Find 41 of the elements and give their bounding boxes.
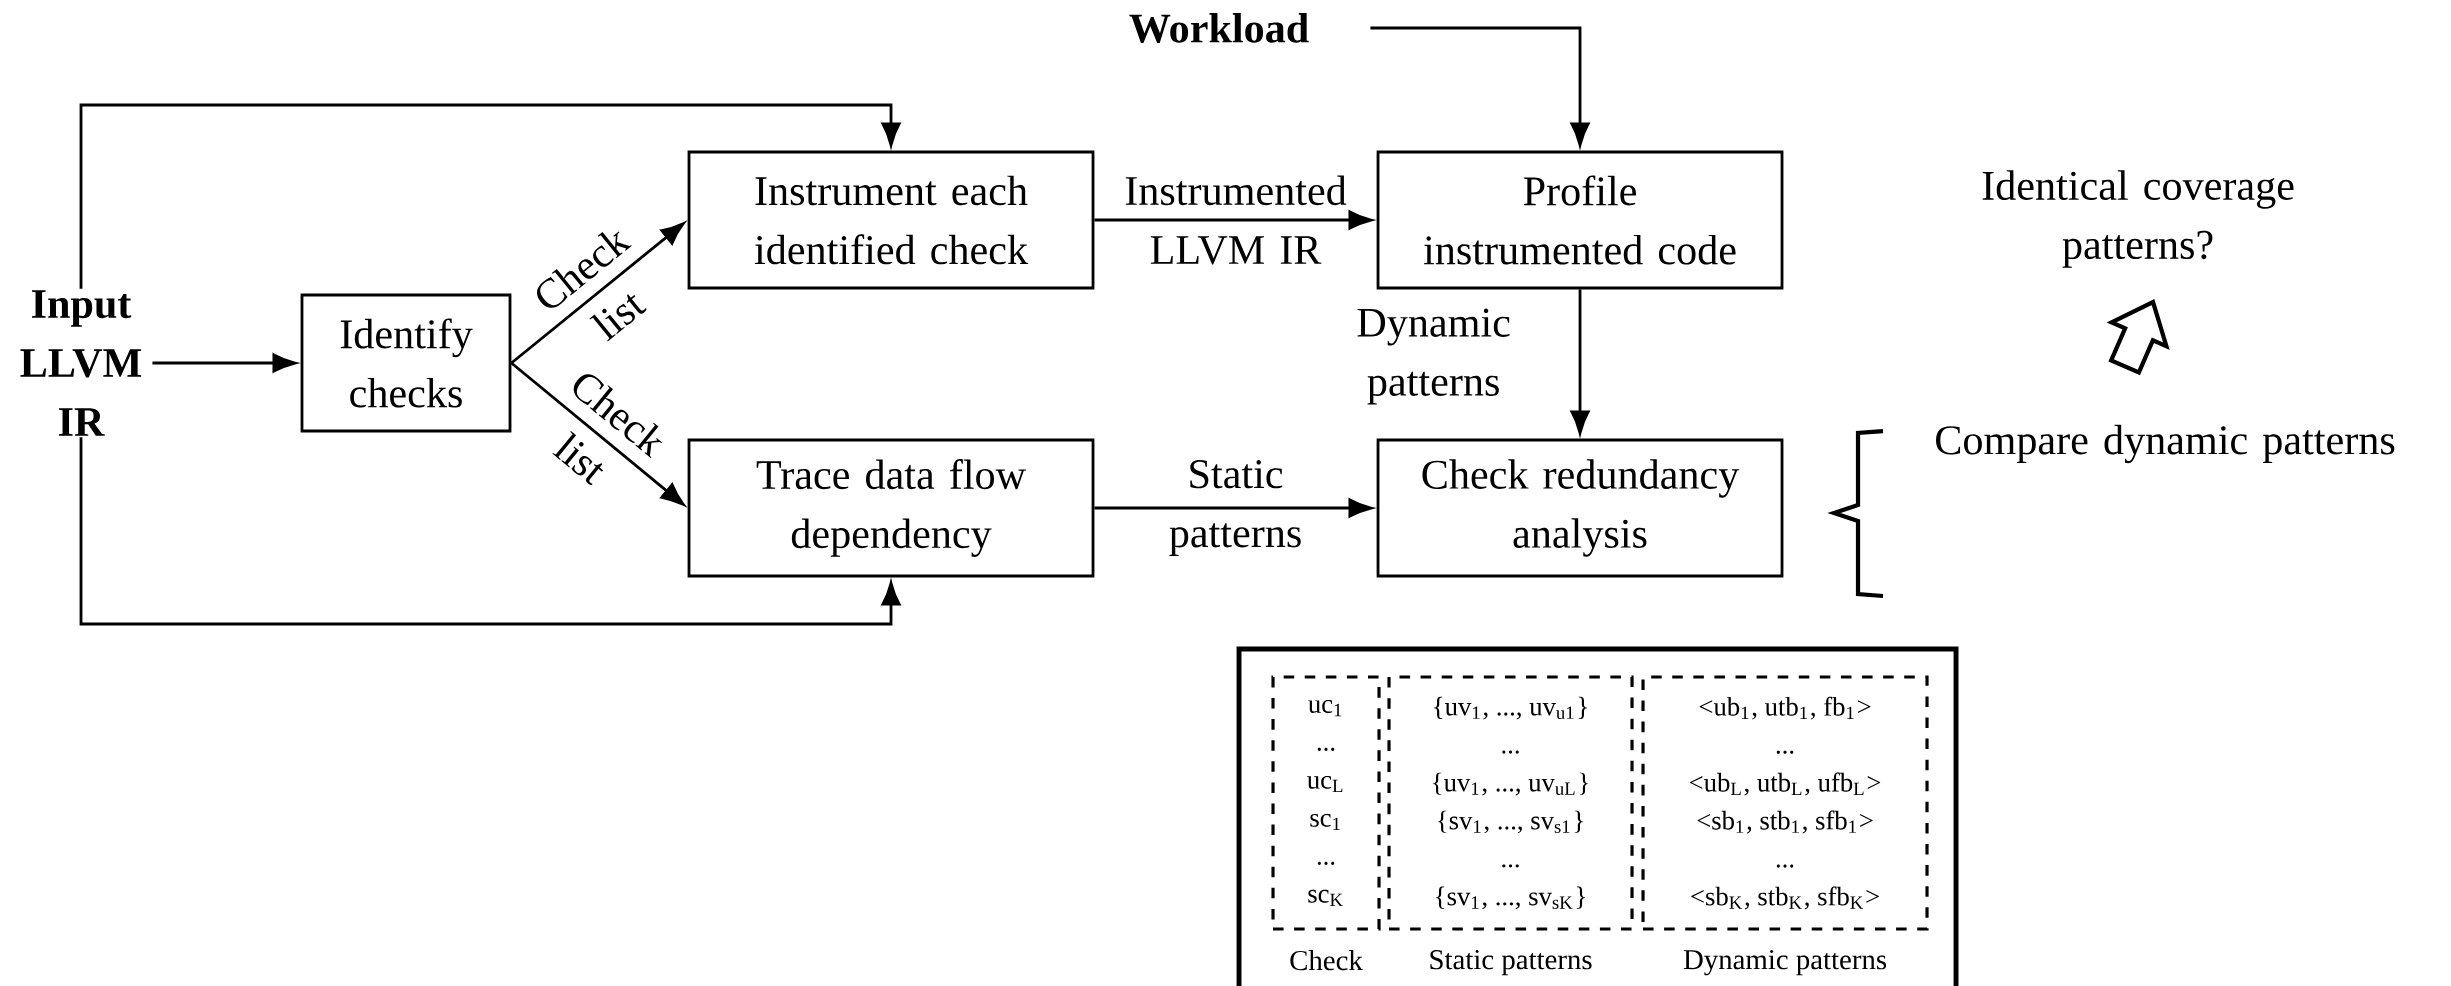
- input-label: Input LLVM IR: [20, 290, 142, 436]
- table-column: uc$_{1}$ ... uc$_{L}$ sc$_{1}$ ... sc$_{K}$: [1271, 675, 1381, 931]
- note-text: Compare dynamic patterns: [1936, 424, 2395, 464]
- table-column: {uv$_{1}$, ..., uv$_{u1}$} ... {uv$_{1}$, ..., uv$_{uL}$} {sv$_{1}$, ..., sv$_{s1}$} ... {sv$_{1}$, ..., sv$_{sK}$}: [1387, 675, 1634, 931]
- node-label: ...: [1502, 864, 1519, 868]
- column-heading: Dynamic patterns: [1683, 950, 1887, 976]
- process-box: Profile instrumented code: [1376, 150, 1784, 290]
- table-frame: [1236, 646, 1959, 986]
- node-label: uc$_{L}$: [1307, 775, 1343, 793]
- node-label: ...: [1776, 864, 1794, 868]
- process-box: Trace data flow dependency: [687, 438, 1095, 578]
- edge-label: Instrumented LLVM IR: [1125, 175, 1347, 265]
- node-label: ...: [1502, 750, 1519, 754]
- node-label: <ub$_{L}$, utb$_{L}$, ufb$_{L}$>: [1689, 772, 1881, 796]
- column-heading: Check: [1290, 950, 1363, 971]
- node-label: <ub$_{1}$, utb$_{1}$, fb$_{1}$>: [1699, 696, 1871, 720]
- edge-label: Dynamic patterns: [1357, 308, 1510, 405]
- edge-label: Static patterns: [1169, 460, 1301, 556]
- node-label: {sv$_{1}$, ..., sv$_{s1}$}: [1438, 810, 1583, 834]
- question-text: Identical coverage patterns?: [1982, 170, 2294, 268]
- node-label: ...: [1317, 747, 1335, 752]
- node-label: {uv$_{1}$, ..., uv$_{uL}$}: [1433, 772, 1588, 796]
- node-label: sc$_{K}$: [1308, 889, 1343, 906]
- node-label: ...: [1776, 750, 1794, 754]
- column-heading: Static patterns: [1430, 950, 1592, 976]
- arrow: [510, 222, 685, 365]
- process-box: Instrument each identified check: [687, 150, 1095, 290]
- process-box: Check redundancy analysis: [1376, 438, 1784, 578]
- arrow: [79, 103, 901, 289]
- node-label: ...: [1317, 861, 1335, 865]
- node-label: sc$_{1}$: [1310, 813, 1340, 831]
- node-label: <sb$_{1}$, stb$_{1}$, sfb$_{1}$>: [1697, 810, 1873, 834]
- process-box: Identify checks: [300, 293, 512, 433]
- workload-label: Workload: [1129, 13, 1309, 43]
- node-label: {sv$_{1}$, ..., sv$_{sK}$}: [1436, 886, 1585, 910]
- arrow: [79, 437, 901, 626]
- table-column: <ub$_{1}$, utb$_{1}$, fb$_{1}$> ... <ub$_{L}$, utb$_{L}$, ufb$_{L}$> <sb$_{1}$, stb$_{1}$, sfb$_{1}$> ... <sb$_{K}$, stb$_{K}$, sfb$_{K}$>: [1641, 675, 1929, 931]
- node-label: {uv$_{1}$, ..., uv$_{u1}$}: [1434, 696, 1587, 720]
- arrow: [510, 361, 685, 506]
- node-label: uc$_{1}$: [1308, 700, 1342, 717]
- node-label: <sb$_{K}$, stb$_{K}$, sfb$_{K}$>: [1691, 886, 1879, 910]
